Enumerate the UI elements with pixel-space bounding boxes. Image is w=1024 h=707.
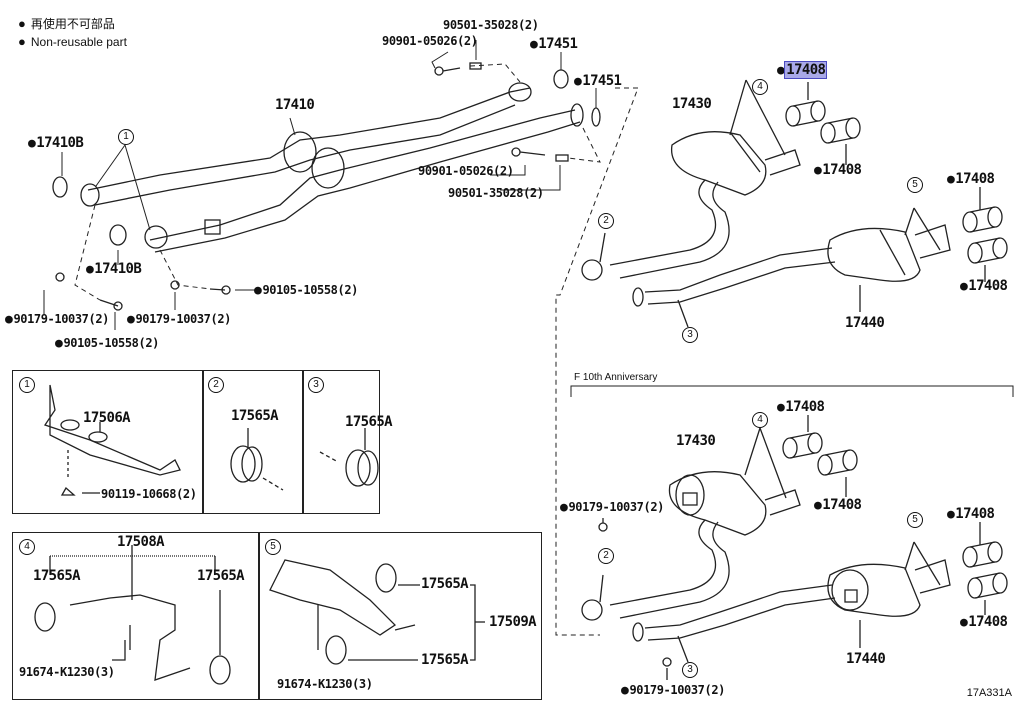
part-17408-label-4[interactable]: 17408 bbox=[960, 279, 1008, 294]
part-90501-35028-label-top[interactable]: 90501-35028(2) bbox=[443, 18, 539, 32]
part-17430-label[interactable]: 17430 bbox=[672, 96, 712, 112]
part-17410b-label-bottom[interactable]: 17410B bbox=[86, 262, 142, 277]
part-17509a-label[interactable]: 17509A bbox=[489, 614, 537, 630]
part-17506a-label[interactable]: 17506A bbox=[83, 410, 131, 426]
detail-box-2-art bbox=[230, 428, 284, 491]
part-90105-10558-label-right[interactable]: 90105-10558(2) bbox=[254, 283, 358, 298]
callout-5[interactable]: 5 bbox=[907, 177, 923, 193]
tips-anniv-right bbox=[962, 522, 1008, 615]
diagram-code: 17A331A bbox=[966, 687, 1012, 699]
part-91674-k1230-label-box4[interactable]: 91674-K1230(3) bbox=[19, 665, 115, 679]
legend-ja: ●再使用不可部品 bbox=[18, 16, 115, 31]
detail-box-2: 2 17565A bbox=[202, 370, 304, 514]
part-90179-10037-label-left[interactable]: 90179-10037(2) bbox=[5, 312, 109, 327]
anniversary-title: F 10th Anniversary bbox=[574, 372, 658, 383]
detail-box-5-art bbox=[269, 559, 485, 665]
part-17565a-label-box5-bottom[interactable]: 17565A bbox=[421, 652, 469, 668]
front-pipe-drawing bbox=[80, 82, 584, 253]
detail-box-4: 4 17508A 17565A 17565A 91674-K1230(3) bbox=[12, 532, 260, 700]
tail-pipe-17440-drawing bbox=[599, 207, 951, 328]
part-17408-label-3[interactable]: 17408 bbox=[947, 172, 995, 187]
detail-box-1-index: 1 bbox=[19, 377, 35, 393]
tips-standard-top bbox=[785, 82, 861, 165]
anniv-callout-5[interactable]: 5 bbox=[907, 512, 923, 528]
part-90105-10558-label-left[interactable]: 90105-10558(2) bbox=[55, 336, 159, 351]
leader-lines bbox=[43, 40, 597, 330]
callout-2[interactable]: 2 bbox=[598, 213, 614, 229]
gasket-17410b-bottom bbox=[109, 224, 127, 246]
anniv-callout-3[interactable]: 3 bbox=[682, 662, 698, 678]
anniv-part-17408-label-2[interactable]: 17408 bbox=[814, 498, 862, 513]
anniv-center-pipe-drawing bbox=[581, 427, 801, 621]
part-17410b-label-top[interactable]: 17410B bbox=[28, 136, 84, 151]
part-17565a-label-box3[interactable]: 17565A bbox=[345, 414, 393, 430]
part-17565a-label-box2[interactable]: 17565A bbox=[231, 408, 279, 424]
dashed-guides bbox=[74, 63, 639, 636]
gasket-17451-b bbox=[591, 107, 601, 127]
detail-box-4-index: 4 bbox=[19, 539, 35, 555]
part-17451-label-a[interactable]: 17451 bbox=[530, 37, 578, 52]
part-90501-35028-label-mid[interactable]: 90501-35028(2) bbox=[448, 186, 544, 200]
part-17565a-label-box5-top[interactable]: 17565A bbox=[421, 576, 469, 592]
detail-box-3: 3 17565A bbox=[302, 370, 393, 514]
anniv-part-17430-label[interactable]: 17430 bbox=[676, 433, 716, 449]
gasket-17410b-top bbox=[52, 176, 68, 198]
detail-box-3-index: 3 bbox=[308, 377, 324, 393]
selected-highlight: 17408 bbox=[784, 61, 828, 79]
fasteners-drawing bbox=[55, 62, 569, 311]
gasket-17451-a bbox=[553, 69, 569, 89]
detail-box-5-index: 5 bbox=[265, 539, 281, 555]
center-pipe-17430-drawing bbox=[581, 79, 801, 281]
anniv-part-17408-label-3[interactable]: 17408 bbox=[947, 507, 995, 522]
anniv-part-17408-label-1[interactable]: 17408 bbox=[777, 400, 825, 415]
part-90901-05026-label-top[interactable]: 90901-05026(2) bbox=[382, 34, 478, 48]
part-90179-10037-label-right[interactable]: 90179-10037(2) bbox=[127, 312, 231, 327]
tips-anniv-top bbox=[782, 415, 858, 497]
part-90901-05026-label-mid[interactable]: 90901-05026(2) bbox=[418, 164, 514, 178]
part-17408-label-selected[interactable]: 17408 bbox=[777, 61, 828, 79]
detail-box-2-index: 2 bbox=[208, 377, 224, 393]
part-91674-k1230-label-box5[interactable]: 91674-K1230(3) bbox=[277, 677, 373, 691]
callout-3[interactable]: 3 bbox=[682, 327, 698, 343]
detail-box-1-art bbox=[43, 384, 181, 496]
anniv-tail-pipe-drawing bbox=[632, 541, 951, 680]
tips-standard-right bbox=[962, 187, 1008, 282]
callout-1[interactable]: 1 bbox=[118, 129, 134, 145]
part-17408-label-2[interactable]: 17408 bbox=[814, 163, 862, 178]
detail-box-1: 1 17506A 90119-10668(2) bbox=[12, 370, 204, 514]
legend-en: ●Non-reusable part bbox=[18, 34, 127, 49]
anniv-part-17408-label-4[interactable]: 17408 bbox=[960, 615, 1008, 630]
part-17565a-label-box4-left[interactable]: 17565A bbox=[33, 568, 81, 584]
detail-box-4-art bbox=[34, 545, 231, 685]
part-17451-label-b[interactable]: 17451 bbox=[574, 74, 622, 89]
legend: ●再使用不可部品 ●Non-reusable part bbox=[18, 15, 127, 51]
anniversary-bracket bbox=[570, 385, 1014, 397]
part-17508a-label[interactable]: 17508A bbox=[117, 534, 165, 550]
anniv-part-17440-label[interactable]: 17440 bbox=[846, 651, 886, 667]
anniv-callout-2[interactable]: 2 bbox=[598, 548, 614, 564]
anniv-part-90179-10037-label-bottom[interactable]: 90179-10037(2) bbox=[621, 683, 725, 698]
anniv-callout-4[interactable]: 4 bbox=[752, 412, 768, 428]
part-17440-label[interactable]: 17440 bbox=[845, 315, 885, 331]
detail-box-5: 5 17565A 17509A 17565A 91674-K1230(3) bbox=[258, 532, 542, 700]
part-90119-10668-label[interactable]: 90119-10668(2) bbox=[101, 487, 197, 501]
anniv-part-90179-10037-label-top[interactable]: 90179-10037(2) bbox=[560, 500, 664, 515]
detail-box-3-art bbox=[319, 428, 379, 487]
part-17565a-label-box4-right[interactable]: 17565A bbox=[197, 568, 245, 584]
part-17410-label[interactable]: 17410 bbox=[275, 97, 315, 113]
callout-4[interactable]: 4 bbox=[752, 79, 768, 95]
